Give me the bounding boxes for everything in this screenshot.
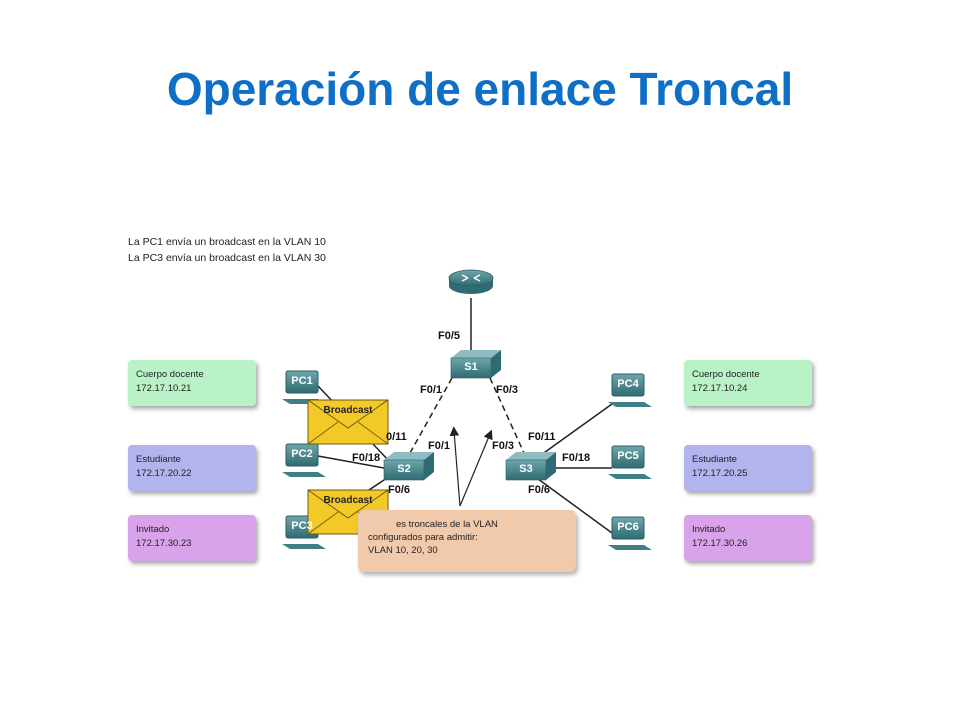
port-label: F0/18 (562, 452, 591, 464)
port-label: F0/3 (496, 384, 519, 396)
vlan-box-right-2: Estudiante 172.17.20.25 (684, 445, 812, 491)
trunk-callout: es troncales de la VLAN configurados par… (358, 510, 576, 572)
vlan-box-right-1: Cuerpo docente 172.17.10.24 (684, 360, 812, 406)
pc-icon (608, 516, 652, 550)
switch-icon (450, 350, 501, 379)
port-label: F0/1 (420, 384, 443, 396)
vlan-ip: 172.17.30.23 (136, 538, 192, 549)
callout-arrow-right (459, 429, 493, 507)
router-icon (448, 269, 494, 294)
pc-icon (608, 373, 652, 407)
vlan-box-right-3: Invitado 172.17.30.26 (684, 515, 812, 561)
switch-label-s3: S3 (519, 463, 533, 475)
note-list: La PC1 envía un broadcast en la VLAN 10 … (128, 234, 326, 266)
vlan-name: Cuerpo docente (136, 369, 204, 380)
vlan-box-left-1: Cuerpo docente 172.17.10.21 (128, 360, 256, 406)
switch-icon (505, 452, 556, 481)
link-s2-pc2 (317, 455, 385, 469)
vlan-ip: 172.17.20.22 (136, 468, 192, 479)
vlan-ip: 172.17.20.25 (692, 468, 748, 479)
vlan-box-left-2: Estudiante 172.17.20.22 (128, 445, 256, 491)
trunk-s1-s2 (409, 377, 453, 454)
broadcast-label-2: Broadcast (323, 495, 373, 506)
vlan-ip: 172.17.10.21 (136, 383, 192, 394)
slide-title: Operación de enlace Troncal (166, 63, 794, 115)
port-label: F0/6 (528, 484, 551, 496)
broadcast-label-1: Broadcast (323, 405, 373, 416)
link-s3-pc6 (533, 475, 613, 534)
pc-label-1: PC1 (291, 375, 313, 387)
pc-label-3: PC3 (291, 520, 313, 532)
pc-label-2: PC2 (291, 448, 313, 460)
callout-arrow-left (449, 426, 461, 507)
switch-icon (383, 452, 434, 481)
note-line: La PC3 envía un broadcast en la VLAN 30 (128, 252, 326, 264)
pc-label-6: PC6 (617, 521, 639, 533)
pc-label-4: PC4 (617, 378, 639, 390)
vlan-name: Invitado (136, 524, 170, 535)
port-label: F0/6 (388, 484, 411, 496)
network-diagram: La PC1 envía un broadcast en la VLAN 10 … (122, 228, 834, 580)
link-s3-pc4 (533, 403, 613, 461)
callout-line: VLAN 10, 20, 30 (368, 545, 438, 556)
trunk-s1-s3 (489, 377, 525, 454)
callout-line: es troncales de la VLAN (396, 519, 498, 530)
vlan-box-left-3: Invitado 172.17.30.23 (128, 515, 256, 561)
vlan-ip: 172.17.10.24 (692, 383, 748, 394)
note-line: La PC1 envía un broadcast en la VLAN 10 (128, 236, 326, 248)
vlan-ip: 172.17.30.26 (692, 538, 748, 549)
vlan-name: Cuerpo docente (692, 369, 760, 380)
pc-label-5: PC5 (617, 450, 639, 462)
vlan-name: Invitado (692, 524, 726, 535)
port-label: F0/1 (428, 440, 451, 452)
envelope-icon (307, 399, 389, 445)
switch-label-s1: S1 (464, 361, 478, 373)
port-label: 0/11 (386, 431, 407, 443)
port-label: F0/18 (352, 452, 381, 464)
port-label: F0/11 (528, 431, 556, 443)
port-label: F0/3 (492, 440, 515, 452)
vlan-name: Estudiante (692, 454, 737, 465)
switch-label-s2: S2 (397, 463, 411, 475)
pc-icon (608, 445, 652, 479)
pc-icon (282, 443, 326, 477)
vlan-name: Estudiante (136, 454, 181, 465)
callout-line: configurados para admitir: (368, 532, 478, 543)
port-label: F0/5 (438, 330, 461, 342)
